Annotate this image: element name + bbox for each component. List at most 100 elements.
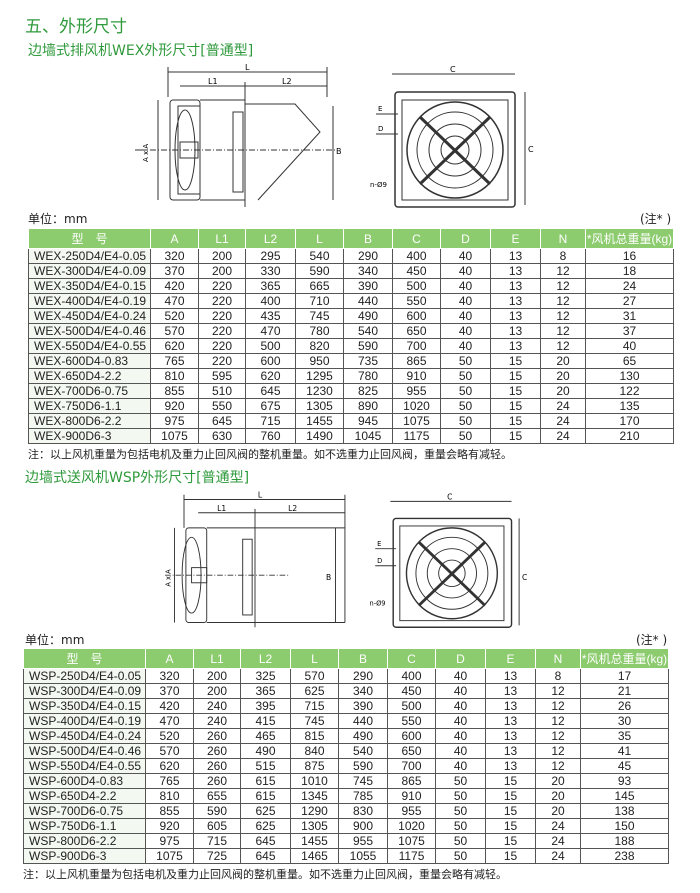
value-cell: 955: [392, 383, 441, 399]
value-cell: 470: [245, 323, 296, 339]
value-cell: 630: [198, 428, 246, 444]
value-cell: 415: [240, 713, 291, 729]
value-cell: 188: [580, 833, 669, 849]
model-cell: WSP-450D4/E4-0.24: [23, 728, 146, 744]
value-cell: 40: [440, 278, 491, 294]
value-cell: 50: [440, 353, 491, 369]
value-cell: 855: [150, 383, 199, 399]
value-cell: 765: [145, 773, 194, 789]
value-cell: 50: [435, 803, 486, 819]
value-cell: 40: [440, 308, 491, 324]
value-cell: 955: [387, 803, 436, 819]
value-cell: 16: [585, 248, 674, 264]
value-cell: 13: [490, 338, 541, 354]
value-cell: 945: [343, 413, 393, 429]
model-cell: WSP-650D4-2.2: [23, 788, 146, 804]
value-cell: 24: [540, 428, 586, 444]
value-cell: 13: [490, 278, 541, 294]
value-cell: 24: [535, 848, 581, 864]
value-cell: 15: [485, 833, 536, 849]
value-cell: 50: [440, 413, 491, 429]
value-cell: 645: [245, 383, 296, 399]
model-cell: WEX-800D6-2.2: [28, 413, 151, 429]
value-cell: 35: [580, 728, 669, 744]
value-cell: 220: [198, 338, 246, 354]
value-cell: 12: [535, 698, 581, 714]
value-cell: 520: [150, 308, 199, 324]
value-cell: 400: [245, 293, 296, 309]
value-cell: 745: [290, 713, 339, 729]
value-cell: 40: [440, 263, 491, 279]
value-cell: 1175: [392, 428, 441, 444]
label-axa: A x A: [165, 569, 173, 587]
value-cell: 645: [240, 848, 291, 864]
wsp-front-view-diagram: C C E D n-Ø9: [370, 492, 527, 628]
model-cell: WEX-600D4-0.83: [28, 353, 151, 369]
value-cell: 365: [245, 278, 296, 294]
model-cell: WEX-250D4/E4-0.05: [28, 248, 151, 264]
value-cell: 715: [290, 698, 339, 714]
value-cell: 490: [240, 743, 291, 759]
value-cell: 24: [540, 413, 586, 429]
value-cell: 200: [193, 668, 241, 684]
value-cell: 470: [150, 293, 199, 309]
label-holes: n-Ø9: [370, 181, 387, 189]
section-title-wsp: 边墙式送风机WSP外形尺寸[普通型]: [25, 470, 250, 486]
column-header: L1: [198, 228, 246, 249]
value-cell: 370: [150, 263, 199, 279]
value-cell: 330: [245, 263, 296, 279]
value-cell: 20: [535, 773, 581, 789]
value-cell: 13: [490, 248, 541, 264]
value-cell: 13: [485, 758, 536, 774]
value-cell: 65: [585, 353, 674, 369]
value-cell: 40: [435, 743, 486, 759]
value-cell: 50: [440, 368, 491, 384]
value-cell: 40: [440, 248, 491, 264]
section-title-wex: 边墙式排风机WEX外形尺寸[普通型]: [28, 43, 254, 59]
model-cell: WSP-800D6-2.2: [23, 833, 146, 849]
value-cell: 400: [387, 668, 436, 684]
value-cell: 540: [343, 323, 393, 339]
model-cell: WSP-350D4/E4-0.15: [23, 698, 146, 714]
value-cell: 440: [343, 293, 393, 309]
value-cell: 785: [338, 788, 388, 804]
value-cell: 865: [392, 353, 441, 369]
value-cell: 135: [585, 398, 674, 414]
value-cell: 40: [440, 293, 491, 309]
label-c: C: [450, 65, 456, 74]
value-cell: 8: [535, 668, 581, 684]
column-header: D: [435, 648, 486, 669]
value-cell: 240: [193, 713, 241, 729]
value-cell: 520: [145, 728, 194, 744]
label-b: B: [336, 147, 342, 156]
value-cell: 715: [193, 833, 241, 849]
wsp-side-view-diagram: L L1 L2 A x A B: [165, 491, 346, 628]
value-cell: 220: [198, 323, 246, 339]
value-cell: 13: [485, 728, 536, 744]
value-cell: 625: [240, 803, 291, 819]
label-c: C: [447, 492, 452, 501]
value-cell: 295: [245, 248, 296, 264]
value-cell: 595: [198, 368, 246, 384]
value-cell: 15: [485, 848, 536, 864]
value-cell: 15: [490, 368, 541, 384]
model-cell: WEX-550D4/E4-0.55: [28, 338, 151, 354]
value-cell: 220: [198, 308, 246, 324]
value-cell: 40: [435, 668, 486, 684]
value-cell: 170: [585, 413, 674, 429]
value-cell: 515: [240, 758, 291, 774]
value-cell: 1455: [295, 413, 344, 429]
value-cell: 12: [540, 323, 586, 339]
value-cell: 40: [435, 683, 486, 699]
value-cell: 715: [245, 413, 296, 429]
